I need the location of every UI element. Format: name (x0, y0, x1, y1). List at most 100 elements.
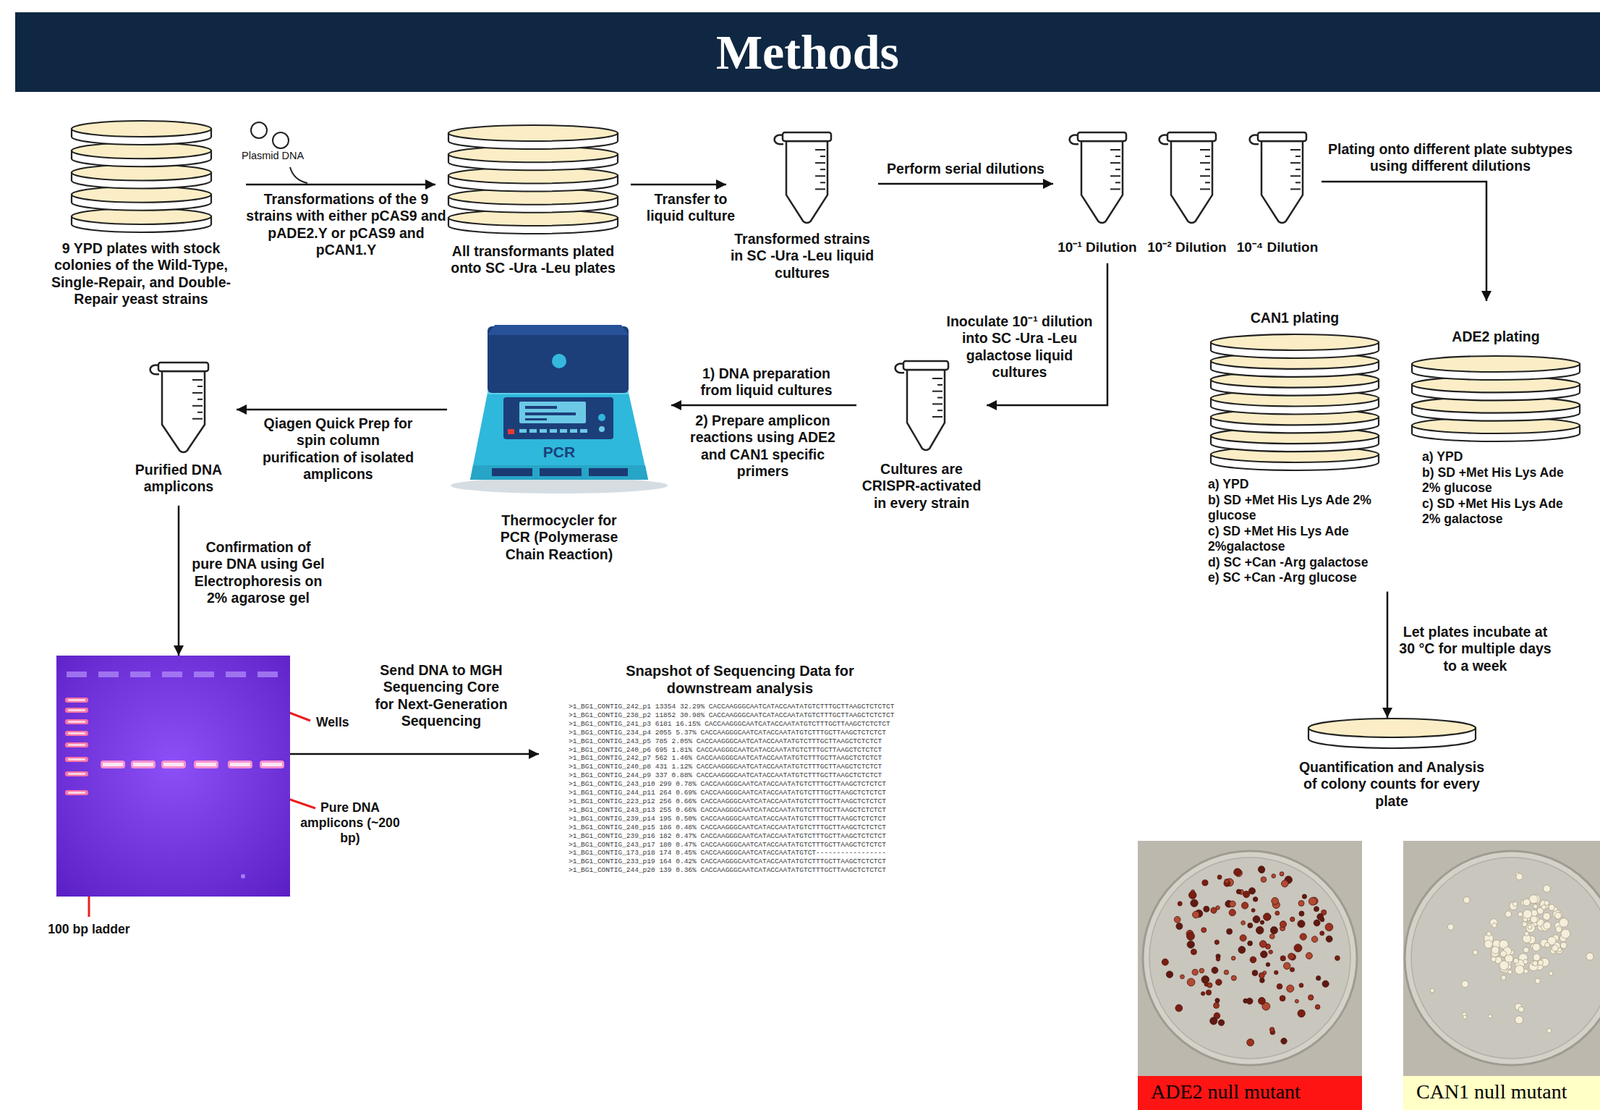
drawing-part (1281, 879, 1289, 887)
caption: Transformed strains in SC -Ura -Leu liqu… (726, 230, 879, 282)
drawing-part (448, 167, 618, 192)
drawing-part (1280, 955, 1286, 961)
drawing-part (1231, 975, 1237, 981)
drawing-part (65, 756, 89, 762)
drawing-part (65, 771, 89, 777)
drawing-part (257, 671, 278, 678)
drawing-part (1252, 969, 1258, 976)
culture-tube-graphic (892, 359, 951, 453)
drawing-part (1211, 966, 1219, 973)
drawing-part (1228, 909, 1236, 916)
drawing-part (197, 398, 203, 400)
drawing-part (1276, 983, 1283, 989)
drawing-part (1110, 175, 1121, 177)
drawing-part (551, 353, 567, 369)
plating-stack: CAN1 platinga) YPDb) SD +Met His Lys Ade… (1197, 309, 1393, 592)
drawing-part (1523, 898, 1531, 906)
drawing-part (1533, 904, 1538, 909)
sequence-row: >1_BG1_CONTIG_223_p12 256 0.66% CACCAAGG… (568, 797, 912, 806)
drawing-part (1486, 930, 1491, 936)
drawing-part (519, 428, 527, 433)
plating-stack-graphic (1209, 333, 1381, 471)
drawing-part (1192, 910, 1200, 918)
drawing-part (1238, 946, 1246, 954)
drawing-part (539, 428, 547, 433)
medium-list-item: c) SD +Met His Lys Ade 2%galactose (1207, 523, 1386, 555)
drawing-part (1252, 896, 1258, 901)
drawing-part (1290, 916, 1295, 921)
sequence-row: >1_BG1_CONTIG_243_p10 299 0.78% CACCAAGG… (568, 779, 912, 789)
dilution-tube-icon (1247, 130, 1309, 225)
drawing-part (162, 671, 183, 678)
dilution-tube-graphic (1066, 130, 1129, 225)
drawing-part (820, 168, 826, 170)
drawing-part (1110, 188, 1121, 190)
drawing-part (158, 362, 209, 372)
drawing-part (67, 743, 86, 746)
drawing-part (1311, 935, 1318, 943)
drawing-part (1260, 950, 1268, 958)
tube-drawing (773, 132, 831, 223)
plate-photo: CAN1 null mutant (1403, 840, 1600, 1110)
drawing-part (1279, 920, 1287, 928)
drawing-part (1142, 850, 1357, 1065)
drawing-part (192, 405, 203, 407)
drawing-part (1279, 995, 1286, 1002)
edge-label: Let plates incubate at 30 °C for multipl… (1397, 623, 1553, 675)
drawing-part (193, 760, 219, 769)
caption: Thermocycler for PCR (Polymerase Chain R… (486, 512, 632, 563)
drawing-part (1490, 956, 1496, 962)
drawing-part (1231, 955, 1236, 960)
gel-image-icon (56, 655, 291, 897)
drawing-part (448, 125, 618, 142)
plating-stack: ADE2 platinga) YPDb) SD +Met His Lys Ade… (1409, 300, 1583, 528)
drawing-part (487, 326, 629, 393)
medium-list-item: a) YPD (1207, 476, 1386, 492)
flow-arrow (245, 183, 436, 186)
drawing-part (56, 655, 291, 897)
drawing-part (1137, 840, 1363, 1076)
drawing-part (1290, 175, 1301, 177)
drawing-part (1265, 962, 1271, 967)
drawing-part (1247, 1038, 1255, 1046)
drawing-part (1213, 1002, 1220, 1009)
caption: 10⁻¹ Dilution (1053, 239, 1142, 257)
drawing-part (1532, 953, 1540, 961)
drawing-part (1171, 141, 1213, 223)
drawing-part (130, 671, 151, 678)
culture-tube-graphic (147, 360, 211, 455)
plate-icon (1307, 717, 1478, 751)
drawing-part (1463, 896, 1470, 903)
edge-label: Perform serial dilutions (875, 160, 1057, 178)
drawing-part (1301, 894, 1307, 899)
drawing-part (1526, 922, 1536, 933)
drawing-part (1551, 944, 1559, 952)
drawing-part (1555, 925, 1563, 933)
drawing-part (1295, 168, 1301, 170)
drawing-part (1260, 977, 1266, 984)
drawing-part (1411, 857, 1600, 1059)
edge-label: Plating onto different plate subtypes us… (1320, 141, 1581, 176)
drawing-part (1115, 181, 1121, 184)
drawing-part (580, 428, 588, 433)
drawing-part (1317, 913, 1324, 921)
sequence-row: >1_BG1_CONTIG_173_p18 174 0.45% CACCAAGG… (568, 848, 912, 858)
drawing-part (1217, 874, 1222, 879)
drawing-part (240, 873, 246, 879)
sequence-row: >1_BG1_CONTIG_244_p9 337 0.88% CACCAAGGG… (568, 771, 912, 780)
drawing-part (815, 188, 826, 190)
drawing-part (161, 760, 186, 769)
edge-label: Confirmation of pure DNA using Gel Elect… (189, 538, 327, 607)
drawing-part (1484, 939, 1493, 948)
drawing-part (71, 164, 212, 189)
callout-label: Pure DNA amplicons (~200 bp) (295, 800, 405, 846)
drawing-part (71, 120, 212, 137)
drawing-part (1462, 1014, 1467, 1019)
drawing-part (1200, 175, 1211, 177)
drawing-part (1316, 975, 1321, 981)
drawing-part (102, 762, 123, 767)
drawing-part (1205, 168, 1211, 170)
drawing-part (192, 379, 203, 381)
step-label: 2) Prepare amplicon reactions using ADE2… (688, 412, 837, 481)
drawing-part (1283, 962, 1291, 970)
